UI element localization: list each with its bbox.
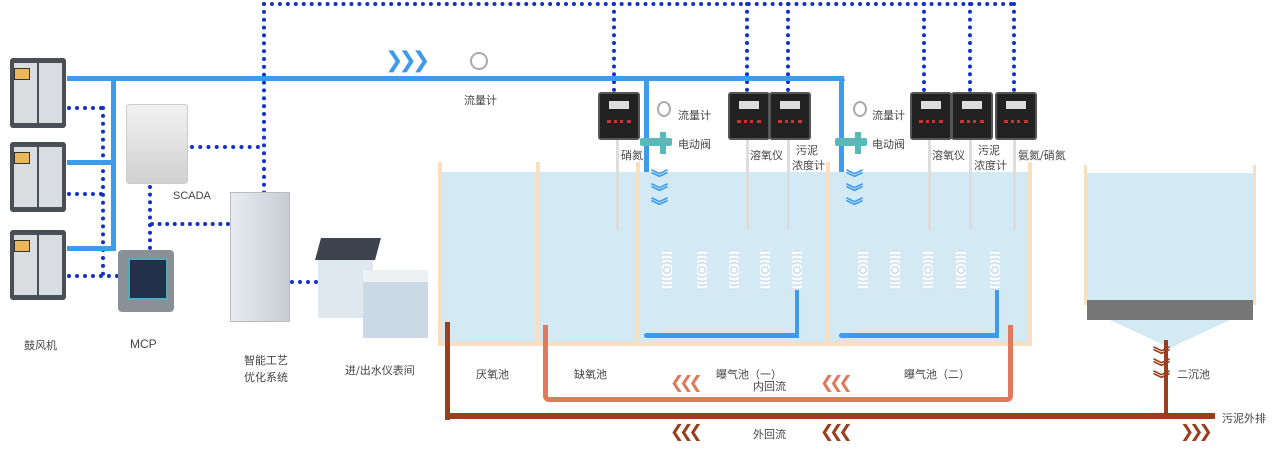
instrument-room-building bbox=[315, 238, 428, 338]
flowmeter-icon bbox=[470, 52, 488, 70]
valve-label: 电动阀 bbox=[872, 138, 905, 151]
valve-icon[interactable] bbox=[640, 138, 672, 146]
signal-line bbox=[968, 2, 972, 92]
do-label: 溶氧仪 bbox=[932, 149, 965, 162]
signal-line bbox=[67, 106, 103, 110]
optimizer-label: 智能工艺 bbox=[244, 354, 288, 367]
internal-recycle-label: 内回流 bbox=[753, 380, 786, 393]
scada-label: SCADA bbox=[173, 190, 211, 202]
flowmeter-label: 流量计 bbox=[678, 109, 711, 122]
do-label: 溶氧仪 bbox=[750, 149, 783, 162]
signal-line bbox=[612, 2, 616, 92]
flow-direction-icon: ❯❯❯ bbox=[385, 48, 430, 73]
clarifier-sludge bbox=[1087, 300, 1253, 320]
do-meter-1[interactable] bbox=[728, 92, 770, 140]
valve-label: 电动阀 bbox=[678, 138, 711, 151]
ammonia-nitrate-sensor[interactable] bbox=[995, 92, 1037, 140]
mlss-label: 浓度计 bbox=[974, 159, 1007, 172]
blower-1[interactable] bbox=[10, 58, 66, 128]
recycle-arrow-icon: ❮❮❮ bbox=[670, 422, 703, 442]
signal-line-top bbox=[262, 2, 1014, 6]
blower-label: 鼓风机 bbox=[24, 339, 57, 352]
mlss-label: 污泥 bbox=[978, 144, 1000, 157]
air-main-pipe bbox=[67, 76, 845, 81]
mcp-label: MCP bbox=[130, 337, 157, 351]
discharge-arrow-icon: ❯❯❯ bbox=[1180, 422, 1213, 442]
recycle-arrow-icon: ❮❮❮ bbox=[820, 373, 853, 393]
flowmeter-icon bbox=[853, 101, 867, 117]
mlss-label: 浓度计 bbox=[792, 159, 825, 172]
flowmeter-label: 流量计 bbox=[464, 94, 497, 107]
signal-line bbox=[745, 2, 749, 92]
mlss-label: 污泥 bbox=[796, 144, 818, 157]
signal-line bbox=[150, 222, 230, 226]
flowmeter-icon bbox=[657, 101, 671, 117]
recycle-arrow-icon: ❮❮❮ bbox=[670, 373, 703, 393]
mlss-meter-2[interactable] bbox=[951, 92, 993, 140]
sludge-down-icon: ︾︾︾ bbox=[1153, 346, 1170, 390]
clarifier-label: 二沉池 bbox=[1177, 368, 1210, 381]
optimizer-server[interactable] bbox=[230, 192, 290, 322]
optimizer-label: 优化系统 bbox=[244, 371, 288, 384]
flowmeter-label: 流量计 bbox=[872, 109, 905, 122]
signal-line bbox=[262, 2, 266, 242]
sludge-discharge-label: 污泥外排 bbox=[1222, 412, 1266, 425]
secondary-clarifier bbox=[1084, 165, 1256, 305]
signal-line bbox=[148, 185, 152, 250]
scada-server[interactable] bbox=[126, 104, 188, 184]
anoxic-tank-label: 缺氧池 bbox=[574, 368, 607, 381]
aeration-tank-2-label: 曝气池（二） bbox=[904, 368, 970, 381]
signal-line bbox=[67, 192, 103, 196]
do-meter-2[interactable] bbox=[910, 92, 952, 140]
ammonia-nitrate-label: 氨氮/硝氮 bbox=[1018, 149, 1066, 162]
anaerobic-tank-label: 厌氧池 bbox=[476, 368, 509, 381]
signal-line bbox=[67, 274, 119, 278]
blower-3[interactable] bbox=[10, 230, 66, 300]
blower-2[interactable] bbox=[10, 142, 66, 212]
air-down-icon: ︾︾︾ bbox=[846, 169, 863, 217]
instrument-room-label: 进/出水仪表间 bbox=[345, 364, 415, 377]
signal-line bbox=[922, 2, 926, 92]
air-bubbles bbox=[662, 250, 672, 290]
signal-line bbox=[1012, 2, 1016, 92]
air-pipe bbox=[67, 160, 116, 165]
external-recycle-pipe bbox=[445, 322, 450, 420]
signal-line bbox=[290, 280, 318, 284]
aeration-tank-1-label: 曝气池（一） bbox=[716, 368, 782, 381]
internal-recycle-pipe bbox=[543, 325, 1013, 402]
signal-line bbox=[786, 2, 790, 92]
nitrate-label: 硝氮 bbox=[621, 149, 643, 162]
air-pipe bbox=[67, 246, 116, 251]
recycle-arrow-icon: ❮❮❮ bbox=[820, 422, 853, 442]
signal-line bbox=[190, 145, 260, 149]
air-down-icon: ︾︾︾ bbox=[651, 169, 668, 217]
mlss-meter-1[interactable] bbox=[769, 92, 811, 140]
mcp-panel[interactable] bbox=[118, 250, 174, 312]
external-recycle-label: 外回流 bbox=[753, 428, 786, 441]
nitrate-sensor[interactable] bbox=[598, 92, 640, 140]
signal-line bbox=[101, 106, 105, 276]
valve-icon[interactable] bbox=[835, 138, 867, 146]
biological-tank bbox=[438, 162, 1032, 346]
